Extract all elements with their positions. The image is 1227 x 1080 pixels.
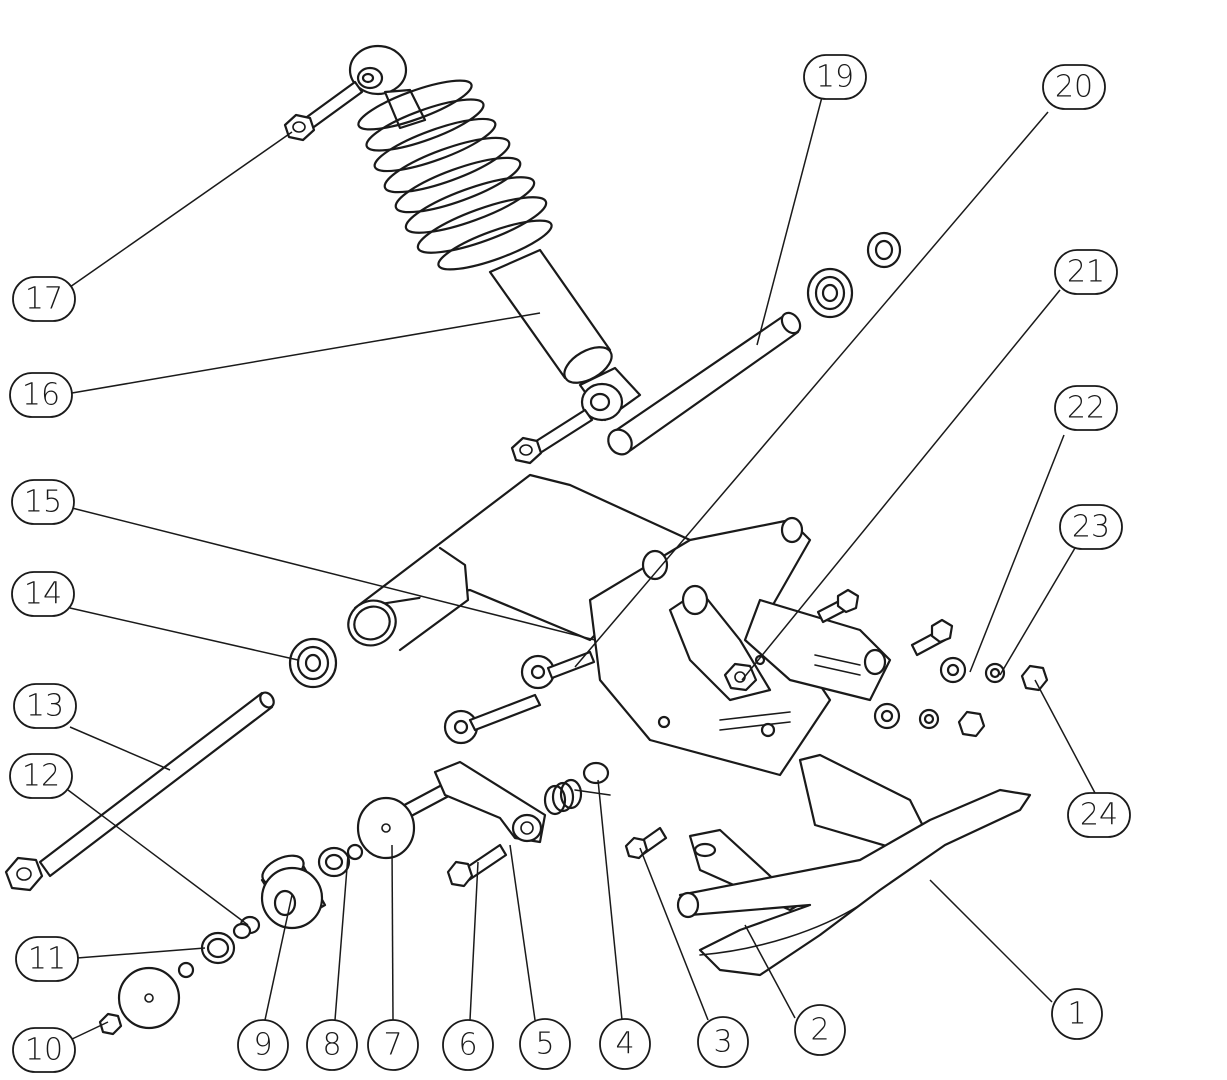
- callout-label-16: 16: [22, 378, 60, 413]
- tensioner-lever: [433, 760, 547, 844]
- bolt-3: [624, 826, 668, 860]
- callout-15: 15: [11, 479, 75, 525]
- shock-absorber: [348, 44, 642, 422]
- lower-shock-bolt: [510, 408, 594, 465]
- callout-label-23: 23: [1072, 510, 1110, 545]
- callout-label-14: 14: [24, 577, 62, 612]
- callout-1: 1: [1051, 988, 1103, 1040]
- callouts: 1 2 3 4 5 6 7 8: [9, 54, 1131, 1073]
- callout-label-1: 1: [1067, 997, 1086, 1032]
- callout-label-4: 4: [615, 1027, 634, 1062]
- callout-label-6: 6: [458, 1028, 477, 1063]
- callout-label-7: 7: [383, 1028, 402, 1063]
- right-bolts: [816, 588, 954, 657]
- bushing-12: [232, 915, 261, 940]
- callout-16: 16: [9, 372, 73, 418]
- callout-label-19: 19: [816, 60, 854, 95]
- callout-3: 3: [697, 1016, 749, 1068]
- callout-label-11: 11: [28, 942, 66, 977]
- callout-label-5: 5: [535, 1027, 554, 1062]
- callout-17: 17: [12, 276, 76, 322]
- callout-label-10: 10: [25, 1033, 63, 1068]
- callout-label-21: 21: [1067, 255, 1105, 290]
- bearing-8: [317, 843, 364, 878]
- torsion-spring: [543, 761, 611, 816]
- callout-4: 4: [599, 1018, 651, 1070]
- top-flange-nut: [866, 231, 902, 269]
- footrest: [676, 753, 1032, 977]
- lower-washer-disc: [98, 961, 195, 1036]
- callout-label-22: 22: [1067, 391, 1105, 426]
- callout-20: 20: [1042, 64, 1106, 110]
- callout-label-13: 13: [26, 689, 64, 724]
- callout-10: 10: [12, 1027, 76, 1073]
- bearing-11: [200, 931, 236, 965]
- bolt-6: [446, 843, 508, 888]
- callout-23: 23: [1059, 504, 1123, 550]
- callout-9: 9: [237, 1019, 289, 1071]
- callout-label-12: 12: [22, 759, 60, 794]
- leader-lines: [67, 96, 1096, 1041]
- callout-label-2: 2: [810, 1013, 829, 1048]
- top-bearing: [806, 267, 854, 319]
- callout-label-17: 17: [25, 282, 63, 317]
- small-hardware: [873, 656, 1049, 738]
- callout-5: 5: [519, 1018, 571, 1070]
- callout-21: 21: [1054, 249, 1118, 295]
- callout-12: 12: [9, 753, 73, 799]
- callout-8: 8: [306, 1019, 358, 1071]
- callout-13: 13: [13, 683, 77, 729]
- callout-6: 6: [442, 1019, 494, 1071]
- callout-label-9: 9: [253, 1028, 272, 1063]
- callout-19: 19: [803, 54, 867, 100]
- bracket-bolt-washer: [443, 650, 596, 745]
- flange-nut-21: [723, 662, 758, 692]
- callout-11: 11: [15, 936, 79, 982]
- callout-7: 7: [367, 1019, 419, 1071]
- callout-24: 24: [1067, 792, 1131, 838]
- callout-label-3: 3: [713, 1025, 732, 1060]
- callout-label-15: 15: [24, 485, 62, 520]
- callout-label-8: 8: [322, 1028, 341, 1063]
- callout-label-20: 20: [1055, 70, 1093, 105]
- callout-label-24: 24: [1080, 798, 1118, 833]
- callout-22: 22: [1054, 385, 1118, 431]
- roller-wheel: [260, 854, 327, 930]
- callout-2: 2: [794, 1004, 846, 1056]
- upper-shock-bolt: [283, 80, 364, 142]
- callout-14: 14: [11, 571, 75, 617]
- bearing-14: [288, 637, 338, 689]
- axle-bolt: [4, 691, 275, 892]
- spacer-tube: [607, 311, 802, 456]
